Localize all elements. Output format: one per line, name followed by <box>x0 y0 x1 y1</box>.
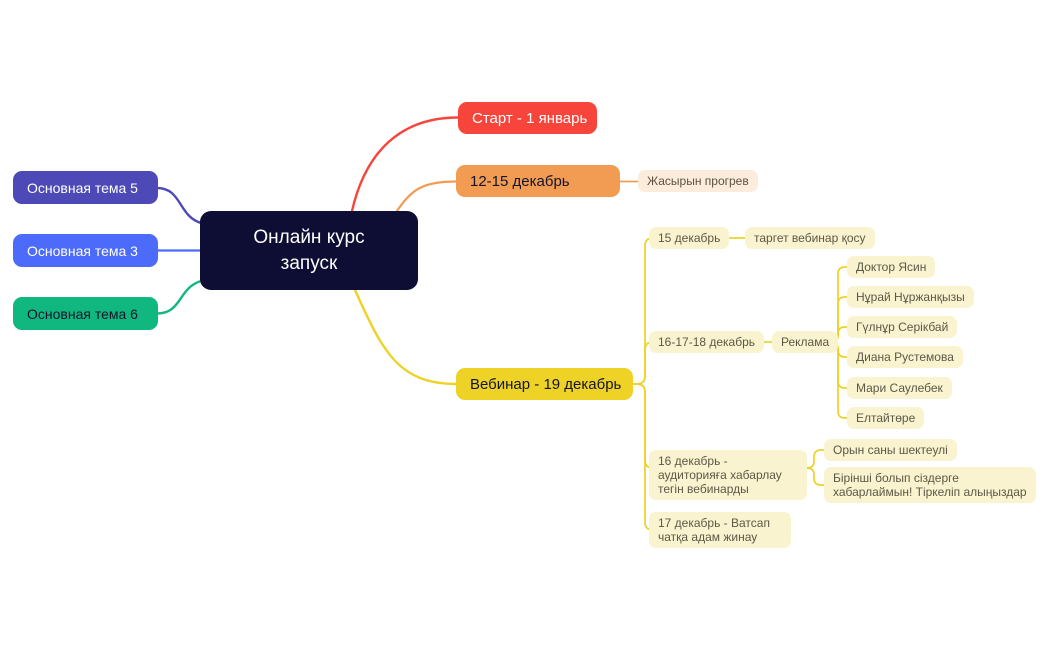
node-progrev[interactable]: Жасырын прогрев <box>638 170 758 192</box>
node-blogger-1[interactable]: Доктор Ясин <box>847 256 936 278</box>
node-dec17-whatsapp[interactable]: 17 декабрь - Ватсап чатқа адам жинау <box>649 512 791 548</box>
node-blogger-5-label: Мари Саулебек <box>856 381 943 395</box>
node-dec161718[interactable]: 16-17-18 декабрь <box>649 331 765 353</box>
connector-start <box>350 116 460 213</box>
node-blogger-4-label: Диана Рустемова <box>856 350 954 364</box>
node-target-webinar-label: таргет вебинар қосу <box>754 231 866 245</box>
node-dec16-audience-label: 16 декабрь - аудиторияға хабарлау тегін … <box>658 454 782 496</box>
node-reklama[interactable]: Реклама <box>772 331 839 353</box>
node-dec16-audience[interactable]: 16 декабрь - аудиторияға хабарлау тегін … <box>649 450 807 500</box>
node-webinar[interactable]: Вебинар - 19 декабрь <box>456 368 633 400</box>
node-blogger-3[interactable]: Гүлнұр Серікбай <box>847 316 958 338</box>
connector-topic6 <box>155 279 203 315</box>
node-topic-3[interactable]: Основная тема 3 <box>13 234 158 267</box>
node-reklama-label: Реклама <box>781 335 830 349</box>
node-topic-5-label: Основная тема 5 <box>27 179 138 196</box>
connector-december <box>395 180 458 213</box>
node-december[interactable]: 12-15 декабрь <box>456 165 620 197</box>
node-birinshi-label: Бірінші болып сіздерге хабарлаймын! Тірк… <box>833 471 1027 499</box>
node-topic-6[interactable]: Основная тема 6 <box>13 297 158 330</box>
node-blogger-2-label: Нұрай Нұржанқызы <box>856 290 965 304</box>
root-node-label: Онлайн курс запуск <box>253 226 365 274</box>
connector-dec15 <box>632 237 656 385</box>
node-blogger-2[interactable]: Нұрай Нұржанқызы <box>847 286 974 308</box>
node-start[interactable]: Старт - 1 январь <box>458 102 597 134</box>
node-birinshi[interactable]: Бірінші болып сіздерге хабарлаймын! Тірк… <box>824 467 1036 503</box>
node-blogger-1-label: Доктор Ясин <box>856 260 927 274</box>
root-node[interactable]: Онлайн курс запуск <box>200 211 418 290</box>
node-target-webinar[interactable]: таргет вебинар қосу <box>745 227 875 249</box>
node-webinar-label: Вебинар - 19 декабрь <box>470 375 622 393</box>
node-topic-5[interactable]: Основная тема 5 <box>13 171 158 204</box>
node-blogger-3-label: Гүлнұр Серікбай <box>856 320 949 334</box>
node-progrev-label: Жасырын прогрев <box>647 174 749 188</box>
node-blogger-5[interactable]: Мари Саулебек <box>847 377 952 399</box>
node-dec17-whatsapp-label: 17 декабрь - Ватсап чатқа адам жинау <box>658 516 770 544</box>
node-dec15[interactable]: 15 декабрь <box>649 227 730 249</box>
node-oryn[interactable]: Орын саны шектеулі <box>824 439 957 461</box>
node-dec15-label: 15 декабрь <box>658 231 721 245</box>
connector-name-6 <box>827 341 850 419</box>
node-oryn-label: Орын саны шектеулі <box>833 443 948 457</box>
node-blogger-6[interactable]: Елтайтөре <box>847 407 925 429</box>
node-start-label: Старт - 1 январь <box>472 109 588 127</box>
node-topic-3-label: Основная тема 3 <box>27 242 138 259</box>
node-december-label: 12-15 декабрь <box>470 172 570 190</box>
connector-webinar <box>353 288 458 386</box>
connector-topic5 <box>155 186 203 225</box>
node-blogger-4[interactable]: Диана Рустемова <box>847 346 963 368</box>
connector-birinshi <box>802 467 827 486</box>
node-blogger-6-label: Елтайтөре <box>856 411 916 425</box>
node-dec161718-label: 16-17-18 декабрь <box>658 335 756 349</box>
node-topic-6-label: Основная тема 6 <box>27 305 138 322</box>
